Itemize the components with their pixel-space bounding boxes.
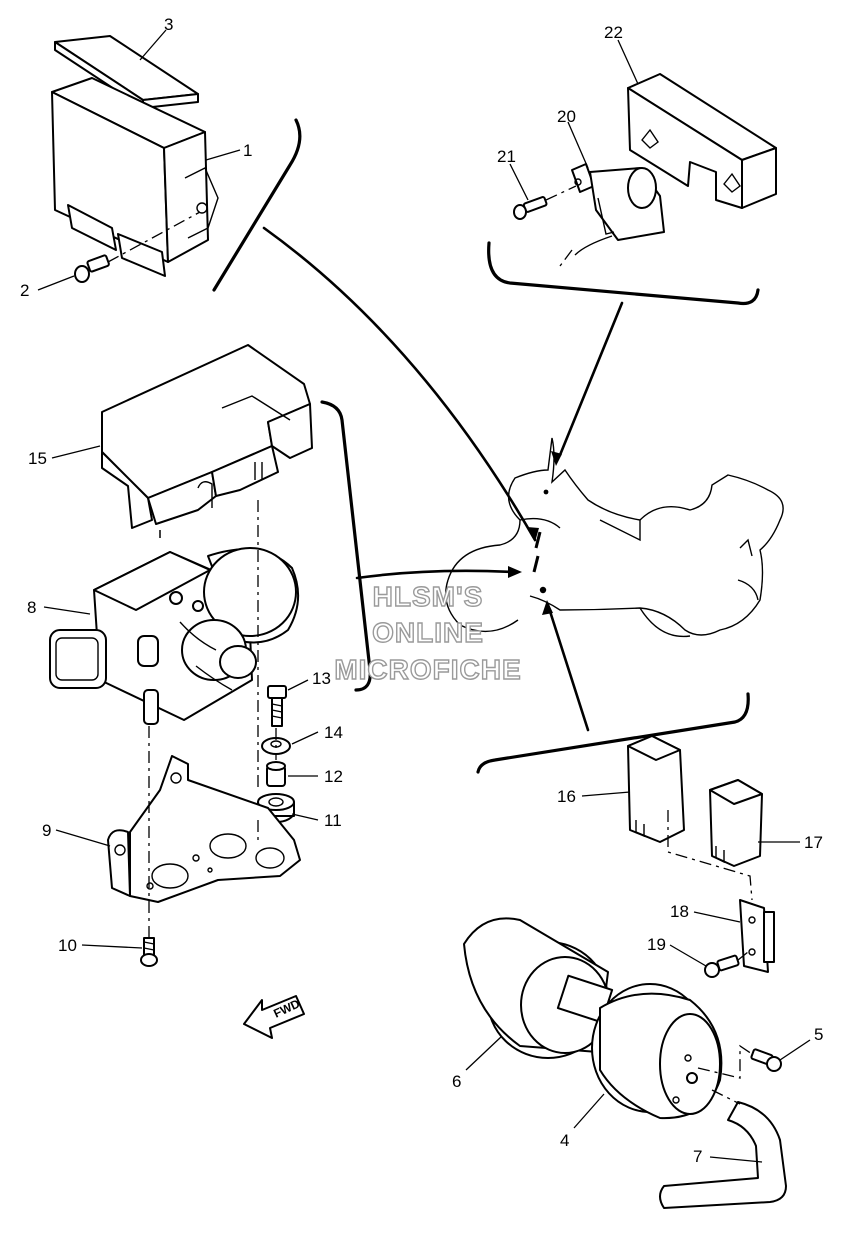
- watermark: HLSM'S ONLINE MICROFICHE: [334, 580, 522, 685]
- part-2-screw: [74, 211, 201, 283]
- watermark-line-3: MICROFICHE: [334, 654, 521, 685]
- part-10-screw: [140, 937, 158, 967]
- callout-9: 9: [42, 821, 51, 840]
- callout-13: 13: [312, 669, 331, 688]
- callout-1: 1: [243, 141, 252, 160]
- callout-6: 6: [452, 1072, 461, 1091]
- alignment-lines-left: [148, 500, 277, 938]
- parts-4-6-cylinder: [463, 917, 723, 1120]
- fwd-arrow: FWD: [243, 995, 305, 1039]
- callout-5: 5: [814, 1025, 823, 1044]
- callout-10: 10: [58, 936, 77, 955]
- group-brackets: [212, 118, 760, 774]
- part-22-cover: [627, 73, 777, 209]
- callout-3: 3: [164, 15, 173, 34]
- location-leaders: [262, 226, 624, 732]
- part-9-bracket: [107, 755, 301, 903]
- callout-7: 7: [693, 1147, 702, 1166]
- callout-11: 11: [324, 811, 342, 830]
- part-20-relay: [513, 163, 665, 267]
- part-1-control-unit: [51, 77, 219, 277]
- callout-14: 14: [324, 723, 343, 742]
- callout-21: 21: [497, 147, 516, 166]
- callout-17: 17: [804, 833, 823, 852]
- part-7-hose: [659, 1089, 787, 1209]
- callout-labels: 1 2 3 4 5 6 7 8 9 10 11 12 13 14 15 16 1…: [20, 15, 823, 1166]
- callout-15: 15: [28, 449, 47, 468]
- callout-2: 2: [20, 281, 29, 300]
- watermark-line-2: ONLINE: [372, 617, 484, 648]
- part-5-screw: [697, 1044, 782, 1079]
- callout-20: 20: [557, 107, 576, 126]
- motorcycle-outline: [445, 437, 784, 638]
- callout-leaders: [37, 29, 811, 1163]
- parts-18-19-bracket: [667, 810, 775, 978]
- watermark-line-1: HLSM'S: [373, 581, 484, 612]
- callout-16: 16: [557, 787, 576, 806]
- parts-16-17-relays: [627, 735, 763, 867]
- callout-12: 12: [324, 767, 343, 786]
- callout-22: 22: [604, 23, 623, 42]
- callout-18: 18: [670, 902, 689, 921]
- callout-8: 8: [27, 598, 36, 617]
- part-15-cover: [101, 344, 313, 538]
- callout-19: 19: [647, 935, 666, 954]
- callout-4: 4: [560, 1131, 569, 1150]
- part-8-hydraulic-unit: [49, 547, 300, 725]
